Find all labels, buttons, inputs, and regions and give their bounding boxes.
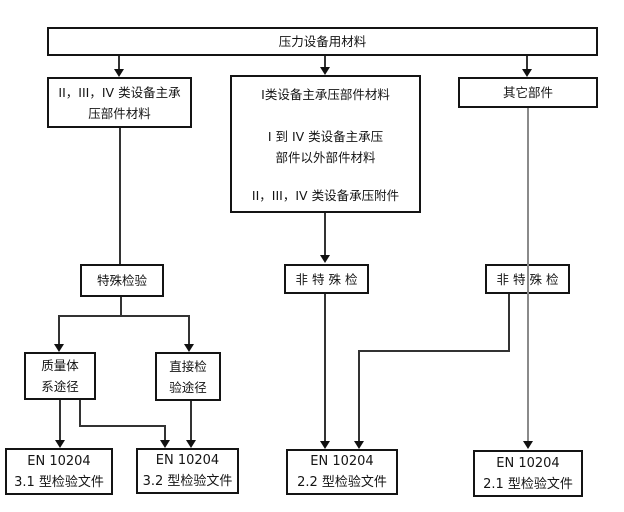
connector-other-to-en21 [527, 108, 529, 442]
connector-split-to-quality [58, 315, 60, 345]
arrowhead-root-to-other [522, 69, 532, 77]
node-en10204-31: EN 10204 3.1 型检验文件 [5, 448, 113, 495]
arrowhead-split-to-direct [184, 344, 194, 352]
arrowhead-split-to-quality [54, 344, 64, 352]
node-root-label: 压力设备用材料 [278, 34, 367, 49]
node-class234-line2: 压部件材料 [88, 105, 151, 121]
node-direct-inspection-line1: 直接检 [169, 358, 207, 374]
node-class234-main-parts: II，III，IV 类设备主承 压部件材料 [47, 77, 192, 128]
connector-class234-to-special [119, 128, 121, 264]
node-class1-line3: 部件以外部件材料 [275, 150, 376, 165]
node-en10204-22-line1: EN 10204 [310, 454, 374, 469]
connector-root-to-class234 [118, 56, 120, 70]
node-en10204-31-line1: EN 10204 [27, 453, 91, 469]
node-en10204-22: EN 10204 2.2 型检验文件 [286, 449, 398, 495]
node-class234-line1: II，III，IV 类设备主承 [58, 84, 181, 100]
node-en10204-22-line2: 2.2 型检验文件 [297, 475, 387, 490]
node-en10204-21-line2: 2.1 型检验文件 [483, 476, 573, 492]
connector-root-to-other [526, 56, 528, 70]
arrowhead-quality-to-en31 [55, 440, 65, 448]
connector-special-stem [120, 297, 122, 317]
arrowhead-other-to-en21 [523, 441, 533, 449]
arrowhead-root-to-class1 [320, 67, 330, 75]
connector-split-to-direct [188, 315, 190, 345]
node-direct-inspection-line2: 验途径 [169, 379, 207, 395]
node-en10204-32-line1: EN 10204 [155, 453, 220, 468]
arrowhead-direct-to-en32 [186, 440, 196, 448]
arrowhead-class1-to-nonspecial-mid [320, 255, 330, 263]
node-en10204-21: EN 10204 2.1 型检验文件 [473, 450, 583, 497]
connector-nonspecial-mid-to-en22 [324, 294, 326, 442]
arrowhead-nonspecial-mid-to-en22 [320, 441, 330, 449]
node-quality-system-route: 质量体 系途径 [24, 352, 96, 400]
connector-special-split-bar [58, 315, 190, 317]
node-other-parts-label: 其它部件 [502, 85, 553, 100]
arrowhead-quality-to-en32 [160, 440, 170, 448]
connector-quality-to-en32-drop [79, 400, 81, 427]
node-other-parts: 其它部件 [458, 77, 598, 108]
node-non-special-mid: 非特殊检 [284, 264, 369, 294]
connector-nonspecial-right-fall [358, 350, 360, 441]
node-quality-system-line2: 系途径 [41, 379, 79, 394]
node-non-special-mid-label: 非特殊检 [295, 271, 362, 287]
node-quality-system-line1: 质量体 [41, 358, 79, 373]
node-special-inspection: 特殊检验 [80, 264, 164, 297]
connector-root-to-class1 [324, 56, 326, 68]
node-en10204-32: EN 10204 3.2 型检验文件 [136, 448, 239, 494]
node-class1-line4: II，III，IV 类设备承压附件 [251, 188, 400, 203]
node-class1-line2: I 到 IV 类设备主承压 [267, 129, 384, 144]
node-root: 压力设备用材料 [47, 27, 598, 56]
node-en10204-31-line2: 3.1 型检验文件 [14, 474, 104, 490]
connector-quality-to-en32-run [79, 425, 166, 427]
node-direct-inspection-route: 直接检 验途径 [155, 352, 221, 401]
connector-quality-to-en32-fall [164, 425, 166, 441]
connector-direct-to-en32 [190, 401, 192, 441]
connector-quality-to-en31 [59, 400, 61, 441]
arrowhead-nonspecial-right-to-en22 [354, 441, 364, 449]
connector-nonspecial-right-run [358, 350, 510, 352]
arrowhead-root-to-class234 [114, 69, 124, 77]
node-class1-line1: I类设备主承压部件材料 [261, 87, 390, 102]
node-en10204-32-line2: 3.2 型检验文件 [142, 474, 233, 489]
node-class1-main-parts: I类设备主承压部件材料 I 到 IV 类设备主承压 部件以外部件材料 II，II… [230, 75, 421, 213]
connector-nonspecial-right-drop [508, 294, 510, 352]
connector-class1-to-nonspecial-mid [324, 213, 326, 256]
node-special-inspection-label: 特殊检验 [96, 273, 147, 288]
node-en10204-21-line1: EN 10204 [496, 455, 560, 471]
